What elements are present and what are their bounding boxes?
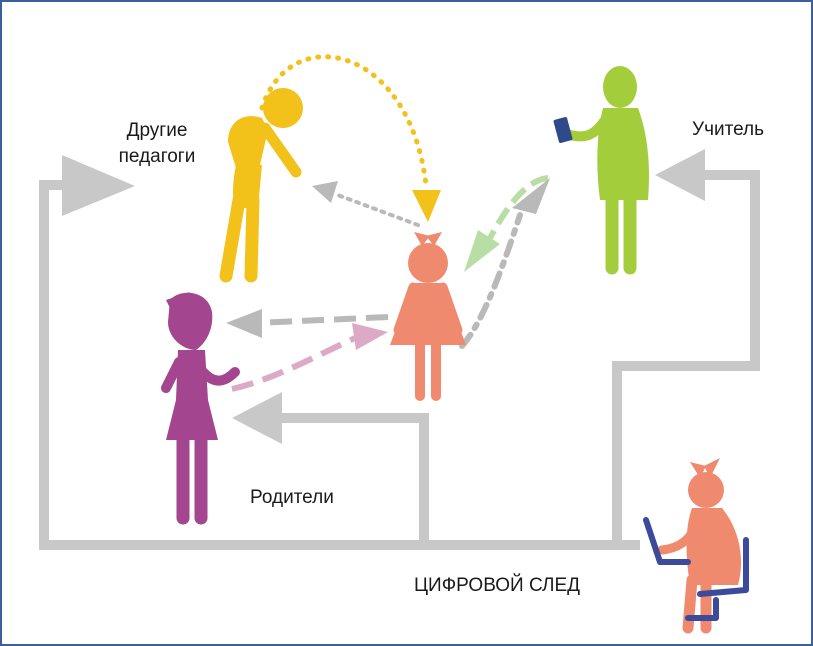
label-other-teachers: Другие педагоги	[102, 118, 212, 170]
trace-arrowhead-teacher	[655, 149, 705, 201]
arrow-teacher-to-student	[487, 175, 549, 240]
student-at-laptop-figure	[657, 458, 742, 634]
arrow-student-to-parent	[255, 314, 389, 326]
trace-path-to-other-teachers	[39, 180, 640, 550]
arrowhead-teacher-to-student	[464, 230, 500, 272]
student-figure	[390, 232, 466, 401]
arrowhead-student-to-other-teachers	[312, 181, 338, 203]
arrow-other-teachers-to-student	[259, 54, 429, 188]
arrow-parent-to-student	[231, 334, 360, 392]
label-teacher: Учитель	[692, 119, 764, 140]
label-other-teachers-line1: Другие	[126, 120, 188, 141]
label-other-teachers-line2: педагоги	[118, 146, 196, 167]
arrowhead-parent-to-student	[352, 323, 388, 350]
arrowhead-student-to-parent	[226, 309, 262, 338]
trace-path-to-teacher	[612, 170, 760, 545]
arrowhead-other-teachers-to-student	[412, 190, 441, 222]
teacher-figure	[562, 66, 649, 275]
trace-flow-paths	[39, 149, 760, 550]
laptop-icon	[643, 517, 749, 621]
arrow-student-to-teacher	[459, 212, 523, 349]
trace-arrowhead-parents	[232, 392, 282, 444]
label-digital-trace: ЦИФРОВОЙ СЛЕД	[414, 575, 581, 596]
communication-arrows	[226, 54, 550, 392]
label-parents: Родители	[250, 487, 334, 508]
arrowhead-student-to-teacher	[512, 178, 550, 214]
trace-arrowhead-other-teachers	[62, 155, 135, 216]
other-teacher-figure	[219, 88, 303, 283]
parent-figure	[161, 292, 240, 525]
phone-icon	[553, 117, 573, 143]
trace-path-to-parents	[275, 413, 640, 550]
arrow-student-to-other-teachers	[333, 192, 420, 227]
